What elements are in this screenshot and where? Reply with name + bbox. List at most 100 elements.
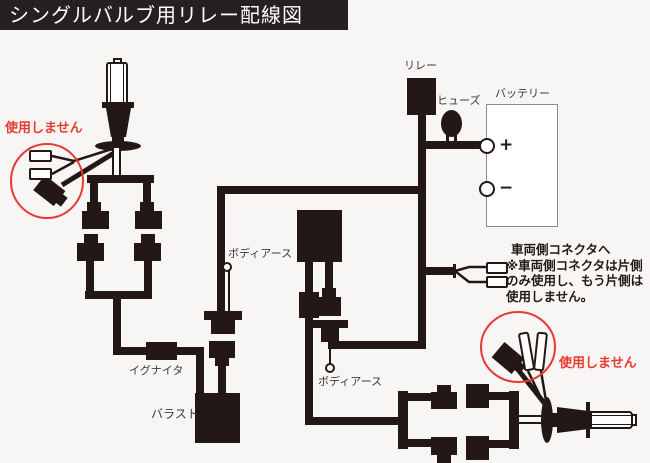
relay-label: リレー — [404, 59, 437, 72]
wire-segment — [305, 262, 313, 292]
bulb-bottom-tip — [631, 414, 637, 426]
connector-body — [134, 243, 161, 261]
unused-spade-terminal — [29, 168, 52, 180]
connector-neck — [437, 385, 451, 393]
connector-body — [209, 341, 235, 358]
igniter-block — [146, 342, 177, 360]
bulb-bottom-glass-tube — [590, 411, 633, 429]
unused-spade-terminal — [29, 150, 52, 162]
wire-segment — [217, 190, 225, 311]
wire-segment — [406, 439, 433, 447]
battery-label: バッテリー — [495, 87, 550, 100]
unused-spade-wire-bottom2 — [539, 370, 548, 402]
unused-spade-wire-top2 — [51, 160, 75, 176]
connector-neck — [140, 202, 154, 211]
bulb-bottom-flange — [586, 402, 590, 438]
vehicle-note-line: ※車両側コネクタは片側 — [506, 257, 643, 273]
bulb-bottom-base — [557, 407, 588, 433]
vehicle-note-line: 車両側コネクタへ — [511, 242, 611, 257]
wire-segment — [86, 261, 94, 292]
wire-segment — [489, 440, 509, 448]
ballast-block — [195, 393, 240, 443]
wire-segment — [177, 347, 204, 355]
unused-spade-wire-bottom — [526, 370, 545, 403]
wire-segment — [87, 175, 154, 183]
bulb-top-flange — [102, 102, 134, 108]
control-unit-block — [297, 210, 342, 262]
terminal-block — [321, 327, 339, 342]
body-earth-ring-left — [222, 262, 232, 272]
fork-prong-upper — [454, 265, 487, 273]
not-used-circle-bottom — [480, 311, 556, 383]
battery-plus-sign: + — [499, 135, 514, 155]
battery-minus-sign: − — [499, 178, 514, 198]
connector-body — [317, 297, 341, 316]
connector-body — [431, 437, 457, 455]
wire-segment — [325, 262, 333, 290]
wire-segment — [113, 297, 121, 355]
not-used-label-bottom: 使用しません — [559, 356, 637, 371]
terminal-block — [211, 319, 235, 334]
body-earth-center-label: ボディアース — [318, 375, 383, 388]
relay-block — [407, 78, 436, 115]
not-used-label-top: 使用しません — [5, 121, 83, 136]
bulb-bottom-disc — [541, 397, 553, 443]
vehicle-spade-terminal — [486, 262, 508, 274]
unused-plug-wire-top — [60, 150, 116, 188]
wire-segment — [113, 347, 146, 355]
terminal-wings — [312, 320, 348, 328]
wire-main-bus — [217, 186, 426, 194]
wire-segment — [196, 347, 204, 393]
vehicle-note-line: 使用しません。 — [506, 288, 594, 304]
not-used-circle-top — [10, 143, 84, 219]
fuse-body — [441, 110, 462, 137]
bulb-bottom-stem — [519, 415, 543, 417]
bulb-bottom-inner-line — [592, 415, 631, 416]
vehicle-note: 車両側コネクタへ ※車両側コネクタは片側 のみ使用し、もう片側は 使用しません。 — [506, 242, 650, 304]
connector-body — [135, 211, 162, 229]
connector-neck — [84, 234, 98, 243]
connector-body — [466, 384, 489, 408]
wire-segment — [144, 261, 152, 292]
battery-minus-terminal — [479, 181, 495, 197]
connector-neck — [87, 202, 101, 211]
earth-wire-thin — [228, 271, 230, 311]
body-earth-ring-center — [325, 363, 335, 373]
connector-body — [82, 211, 109, 229]
vehicle-spade-terminal — [486, 276, 508, 288]
wire-segment — [509, 391, 519, 449]
battery-plus-terminal — [479, 138, 495, 154]
wire-to-battery — [426, 141, 481, 149]
ballast-label: バラスト — [151, 407, 199, 421]
connector-neck — [437, 455, 451, 463]
bulb-top-inner-line — [110, 64, 111, 102]
connector-body — [77, 243, 104, 261]
bulb-top-inner-line — [123, 64, 124, 102]
unused-plug-top — [33, 175, 68, 207]
connector-neck — [322, 288, 336, 297]
earth-wire-thin — [329, 349, 331, 364]
wire-relay-main — [418, 113, 426, 349]
connector-neck — [215, 358, 229, 366]
vehicle-note-line: のみ使用し、もう片側は — [506, 273, 644, 288]
fork-prong-lower — [454, 270, 487, 284]
connector-body — [431, 392, 457, 409]
bulb-bottom-neck — [551, 413, 559, 427]
wire-segment — [305, 417, 398, 425]
wire-segment — [90, 183, 98, 203]
wire-segment — [218, 366, 226, 393]
wire-segment — [398, 391, 408, 449]
fuse-leg — [454, 134, 457, 143]
wire-segment — [305, 318, 313, 425]
wire-segment — [406, 393, 433, 401]
connector-neck — [141, 234, 155, 243]
unused-spade-wire-top — [51, 147, 113, 163]
body-earth-left-label: ボディアース — [228, 247, 293, 260]
inline-connector — [299, 292, 319, 318]
wire-segment — [328, 341, 426, 349]
terminal-wings — [204, 311, 242, 320]
wire-segment — [143, 183, 151, 203]
bulb-top-stem — [112, 148, 121, 176]
bulb-bottom-inner-line — [592, 424, 631, 425]
